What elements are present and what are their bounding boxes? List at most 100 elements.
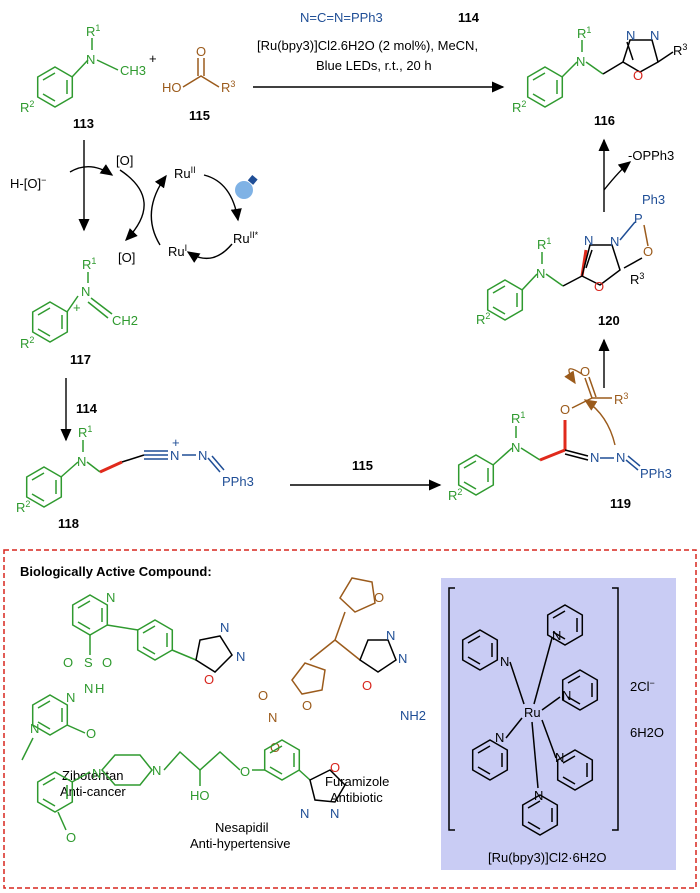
svg-text:HO: HO	[190, 788, 210, 803]
r1-label: R1	[86, 23, 100, 39]
compound-115: O HO R3 115	[162, 44, 235, 123]
svg-text:R3: R3	[614, 391, 628, 407]
svg-text:N: N	[386, 628, 395, 643]
svg-text:N: N	[650, 28, 659, 43]
svg-text:N: N	[584, 233, 593, 248]
svg-text:N: N	[106, 590, 115, 605]
svg-text:N: N	[576, 54, 585, 69]
svg-text:O: O	[594, 279, 604, 294]
svg-text:N: N	[610, 234, 619, 249]
svg-text:N: N	[300, 806, 309, 821]
oxidant-radical: [O]	[116, 153, 133, 168]
svg-text:N: N	[170, 448, 179, 463]
plus-sign: +	[149, 51, 157, 66]
svg-text:R1: R1	[537, 236, 551, 252]
svg-text:R1: R1	[82, 256, 96, 272]
byproduct-label: -OPPh3	[628, 148, 674, 163]
svg-text:O: O	[63, 655, 73, 670]
ru1: RuI	[168, 243, 187, 259]
svg-text:N: N	[268, 710, 277, 725]
svg-text:O: O	[362, 678, 372, 693]
svg-text:N: N	[330, 806, 339, 821]
svg-text:O: O	[204, 672, 214, 687]
svg-text:N: N	[590, 450, 599, 465]
arrow-oxidant	[69, 164, 114, 176]
svg-text:O: O	[330, 760, 340, 775]
zibotentan-use: Anti-cancer	[60, 784, 126, 799]
compound-119: N R1 R2 N N PPh3 O O R3 119	[448, 364, 672, 511]
ho-label: HO	[162, 80, 182, 95]
svg-text:N: N	[500, 654, 509, 669]
svg-text:N: N	[84, 681, 93, 696]
furamizole-use: Antibiotic	[330, 790, 383, 805]
svg-text:PPh3: PPh3	[640, 466, 672, 481]
zibotentan-structure: N O N N S O O N H N N O Zibotentan Anti-…	[21, 590, 245, 799]
label-119: 119	[610, 496, 631, 511]
svg-text:O: O	[66, 830, 76, 845]
label-113: 113	[73, 116, 94, 131]
ch3-label: CH3	[120, 63, 146, 78]
ru-complex-structure: Ru N N N N N N 2Cl− 6H2O [Ru(bpy3)]Cl2·6…	[448, 587, 664, 865]
label-114: 114	[458, 10, 480, 25]
svg-text:R3: R3	[630, 271, 644, 287]
svg-text:R2: R2	[512, 99, 526, 115]
svg-text:O: O	[560, 402, 570, 417]
nesapidil-use: Anti-hypertensive	[190, 836, 290, 851]
label-118: 118	[58, 516, 79, 531]
step-114: 114	[76, 401, 98, 416]
svg-text:R3: R3	[673, 42, 687, 58]
svg-text:H: H	[95, 681, 104, 696]
water-label: 6H2O	[630, 725, 664, 740]
nesapidil-structure: O N N HO O O N N Nesapidil Anti-hyperten…	[36, 739, 346, 851]
svg-text:O: O	[102, 655, 112, 670]
ru2-star: RuII*	[233, 230, 259, 246]
label-120: 120	[598, 313, 620, 328]
svg-text:O: O	[270, 740, 280, 755]
compound-113: N R1 CH3 R2 113	[20, 23, 146, 131]
svg-text:N: N	[66, 690, 75, 705]
svg-text:O: O	[374, 590, 384, 605]
svg-text:R1: R1	[577, 25, 591, 41]
svg-text:R2: R2	[476, 311, 490, 327]
arrow-ru2-to-ru2star	[203, 174, 242, 222]
svg-text:Ru: Ru	[524, 705, 541, 720]
label-117: 117	[70, 352, 91, 367]
svg-text:N: N	[92, 766, 101, 781]
svg-text:N: N	[77, 454, 86, 469]
svg-text:N: N	[616, 450, 625, 465]
svg-text:N: N	[552, 628, 561, 643]
r3-label: R3	[221, 79, 235, 95]
reagent-114: N=C=N=PPh3	[300, 10, 383, 25]
label-116: 116	[594, 113, 615, 128]
svg-text:O: O	[240, 764, 250, 779]
label-115: 115	[189, 108, 210, 123]
svg-text:O: O	[302, 698, 312, 713]
n-atom: N	[86, 52, 95, 67]
box-heading: Biologically Active Compound:	[20, 564, 212, 579]
arrow-ru1-to-ru2	[150, 174, 167, 246]
svg-text:N: N	[398, 651, 407, 666]
furamizole-structure: O N N O NH2 O N O O Furamizole Antibioti…	[258, 577, 426, 805]
svg-text:NH2: NH2	[400, 708, 426, 723]
svg-text:+: +	[172, 435, 180, 450]
svg-text:N: N	[220, 620, 229, 635]
svg-text:N: N	[562, 688, 571, 703]
svg-text:N: N	[555, 750, 564, 765]
arrow-ru2star-to-ru1	[186, 243, 233, 263]
svg-text:O: O	[633, 68, 643, 83]
svg-text:N: N	[152, 763, 161, 778]
compound-116: N R1 R2 N N O R3 116	[512, 25, 687, 128]
furamizole-name: Furamizole	[325, 774, 389, 789]
oxidant: [O]	[118, 250, 135, 265]
arrow-opph3	[603, 161, 632, 191]
svg-text:O: O	[86, 726, 96, 741]
svg-text:R2: R2	[16, 499, 30, 515]
nesapidil-name: Nesapidil	[215, 820, 269, 835]
ru-complex-name: [Ru(bpy3)]Cl2·6H2O	[488, 850, 607, 865]
svg-text:CH2: CH2	[112, 313, 138, 328]
conditions-line1: [Ru(bpy3)]Cl2.6H2O (2 mol%), MeCN,	[257, 38, 478, 53]
svg-text:Ph3: Ph3	[642, 192, 665, 207]
svg-text:R2: R2	[20, 335, 34, 351]
svg-text:N: N	[626, 28, 635, 43]
svg-text:N: N	[495, 730, 504, 745]
